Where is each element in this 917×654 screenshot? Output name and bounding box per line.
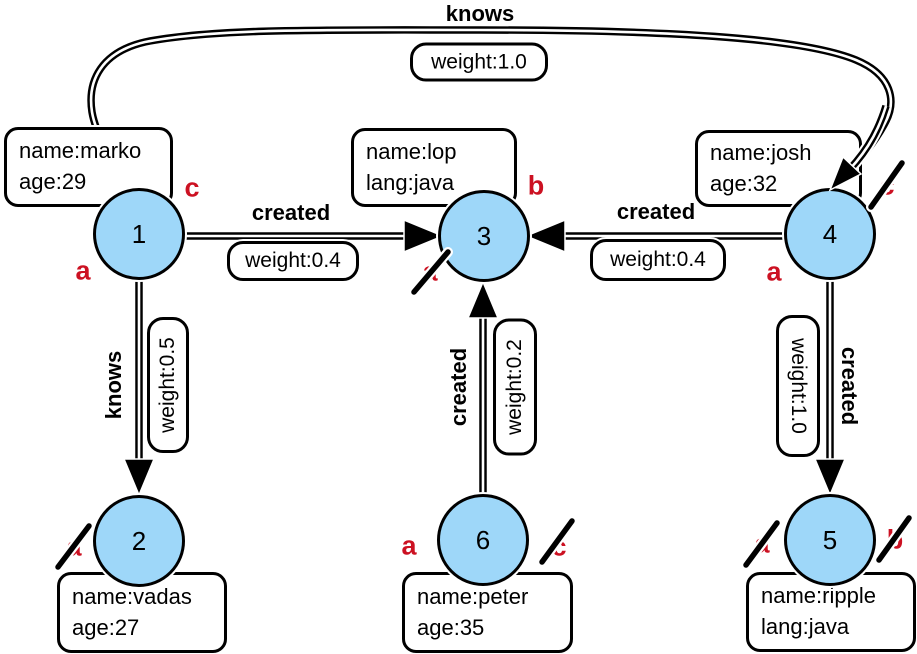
node-6-id: 6 [475,524,491,555]
property-line: age:29 [19,169,87,194]
edge-knows-1-4-arrowhead [828,155,863,192]
property-line: age:32 [710,170,778,196]
edge-created-6-3-arrowhead [466,280,500,319]
property-line: name:lop [366,138,457,164]
edge-created-4-3-weight: weight:0.4 [590,239,726,281]
node-5-id: 5 [822,524,838,555]
edge-knows-1-4-weight: weight:1.0 [410,42,548,82]
edge-created-1-3-label: created [251,200,331,225]
node-1-circle: 1 [93,188,185,280]
node-5-marker-b-strikethrough [876,515,912,563]
edge-knows-1-2-arrowhead [122,458,156,497]
node-5-circle: 5 [784,494,876,586]
node-6-circle: 6 [437,494,529,586]
node-3-marker-b: b [527,170,545,201]
node-4-id: 4 [822,218,838,249]
property-line: name:vadas [72,583,192,609]
property-line: name:peter [417,583,529,609]
property-line: name:josh [710,139,812,165]
node-4-marker-a: a [766,256,782,287]
edge-created-1-3-arrowhead [403,218,445,254]
node-2-marker-a-strikethrough [55,523,92,570]
property-line: lang:java [366,169,455,195]
node-3-circle: 3 [438,190,530,282]
node-1-marker-c: c [184,172,200,203]
edge-created-4-3-arrowhead [524,218,566,254]
node-1-marker-a: a [75,255,91,286]
node-4-marker-c-strikethrough [868,160,905,210]
node-5-marker-a-strikethrough [743,520,780,568]
edge-created-4-3-label: created [616,199,696,224]
property-line: age:27 [72,614,140,640]
edge-knows-1-4-line-core [89,28,893,213]
node-2-id: 2 [131,525,147,556]
node-3-properties: name:lop lang:java [351,128,517,207]
property-line: lang:java [761,614,850,639]
property-line: name:marko [19,138,142,164]
edge-created-4-5-arrowhead [813,458,847,497]
edge-created-1-3-weight: weight:0.4 [227,241,359,281]
property-line: age:35 [417,614,485,640]
node-3-marker-a-strikethrough [411,249,451,295]
node-3-id: 3 [476,220,492,251]
property-line: name:ripple [761,583,876,609]
node-6-marker-a: a [401,530,417,561]
node-1-id: 1 [131,218,147,249]
node-2-circle: 2 [93,495,185,587]
node-6-marker-c-strikethrough [539,518,575,565]
edge-knows-1-4-label: knows [445,1,515,26]
